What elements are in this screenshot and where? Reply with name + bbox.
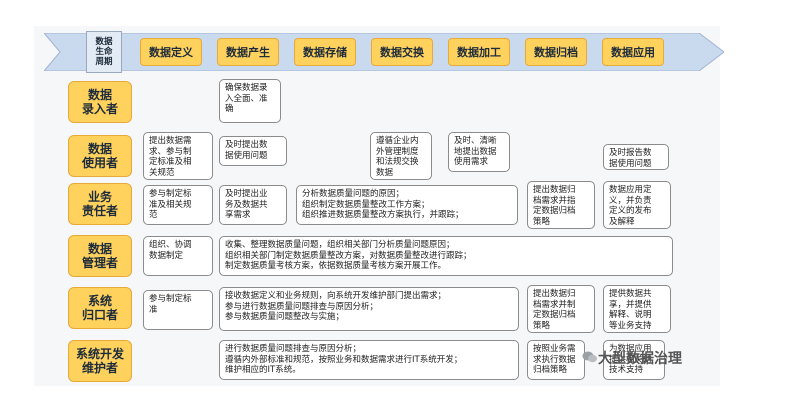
role-data-manager: 数据 管理者 xyxy=(68,235,132,277)
stage-data-exchange: 数据交换 xyxy=(371,38,433,66)
stage-data-archiving: 数据归档 xyxy=(525,38,587,66)
cell-owner-storage-to-processing: 分析数据质量问题的原因； 组织制定数据质量整改工作方案； 组织推进数据质量整改方… xyxy=(296,185,518,225)
watermark-text: 大型数据治理 xyxy=(598,351,682,367)
stage-data-application: 数据应用 xyxy=(602,38,664,66)
stage-data-generation: 数据产生 xyxy=(217,38,279,66)
lifecycle-corner-label: 数据 生命 周期 xyxy=(86,31,122,73)
cell-owner-definition: 参与制定标 准及相关规 范 xyxy=(143,185,213,225)
cell-owner-generation: 及时提出业 务及数据共 享需求 xyxy=(219,185,287,225)
cell-developer-generation-to-processing: 进行数据质量问题排查与原因分析； 遵循内外部标准和规范，按照业务和数据需求进行I… xyxy=(219,340,519,380)
cell-manager-definition: 组织、协调 数据制定 xyxy=(143,236,213,276)
cell-user-application: 及时报告数 据使用问题 xyxy=(603,144,669,170)
cell-system-owner-application: 提供数据共 享，并提供 解释、说明 等业务支持 xyxy=(603,285,671,333)
role-system-owner: 系统 归口者 xyxy=(68,287,132,329)
cell-user-definition: 提出数据需 求、参与制 定标准及相 关规范 xyxy=(143,132,213,180)
cell-user-processing: 及时、清晰 地提出数据 使用需求 xyxy=(448,132,510,172)
stage-data-storage: 数据存储 xyxy=(294,38,356,66)
stage-data-definition: 数据定义 xyxy=(140,38,202,66)
cell-developer-application: 为数据应用 提供相关的 技术支持 xyxy=(603,340,665,380)
wechat-icon xyxy=(582,351,597,363)
role-system-developer: 系统开发 维护者 xyxy=(68,340,132,382)
cell-manager-all-stages: 收集、整理数据质量问题，组织相关部门分析质量问题原因； 组织相关部门制定数据质量… xyxy=(219,236,673,276)
cell-owner-application: 数据应用定 义，并负责 定义的发布 及解释 xyxy=(603,181,671,229)
cell-system-owner-generation-to-processing: 接收数据定义和业务规则，向系统开发维护部门提出需求； 参与进行数据质量问题排查与… xyxy=(219,287,519,331)
cell-developer-archiving: 按照业务需 求执行数据 归档策略 xyxy=(527,340,585,380)
stage-data-processing: 数据加工 xyxy=(448,38,510,66)
role-data-user: 数据 使用者 xyxy=(68,135,132,177)
role-data-entry: 数据 录入者 xyxy=(68,81,132,123)
cell-system-owner-definition: 参与制定标 准 xyxy=(143,290,213,330)
cell-system-owner-archiving: 提出数据归 档需求并制 定数据归档 策略 xyxy=(527,285,595,333)
cell-user-exchange: 遵循企业内 外管理制度 和法规交换 数据 xyxy=(370,132,432,180)
cell-user-generation: 及时提出数 据使用问题 xyxy=(219,136,287,166)
role-business-owner: 业务 责任者 xyxy=(68,183,132,225)
cell-entry-generation: 确保数据录 入全面、准 确 xyxy=(219,79,281,123)
cell-owner-archiving: 提出数据归 档需求并指 定数据归档 策略 xyxy=(527,181,595,229)
